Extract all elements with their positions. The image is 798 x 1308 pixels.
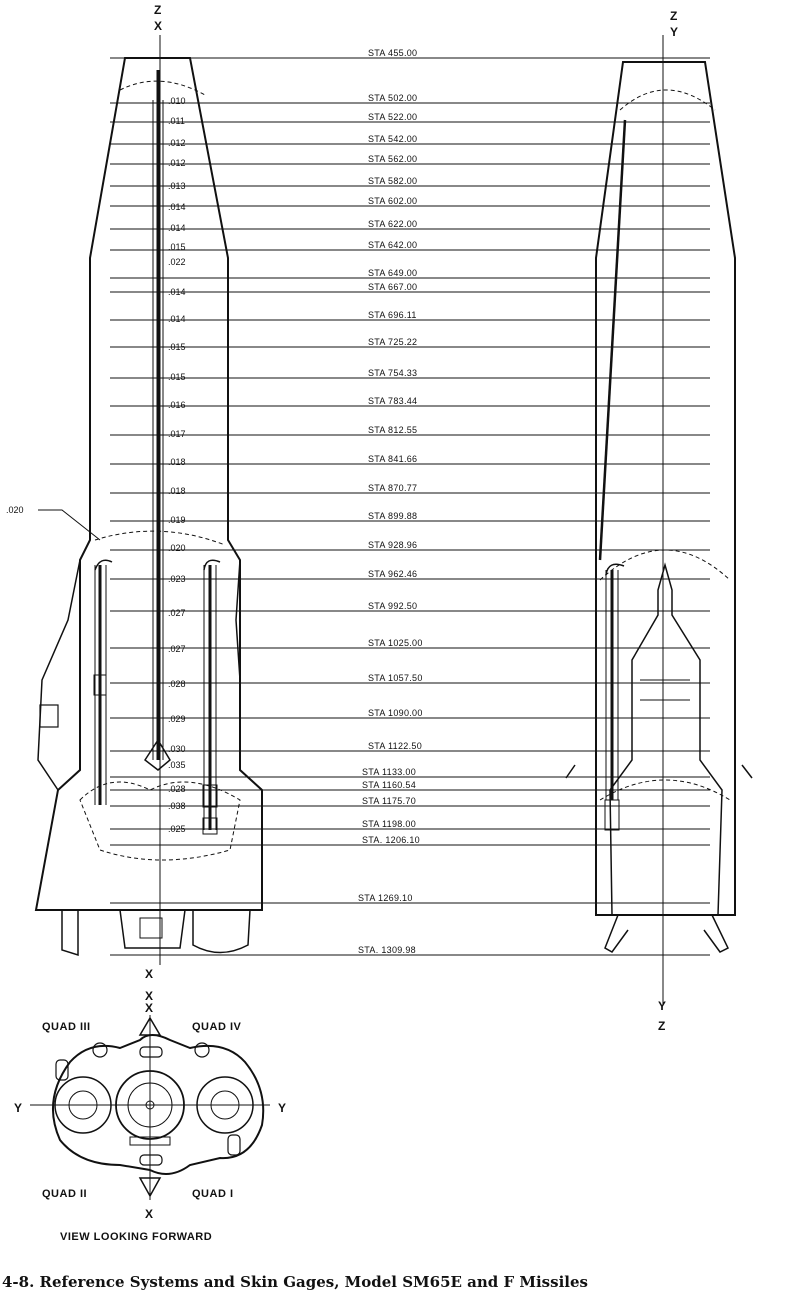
- quad-i-label: QUAD I: [192, 1188, 234, 1200]
- skin-gage-label: .013: [168, 181, 186, 191]
- skin-gage-label: .010: [168, 96, 186, 106]
- station-label: STA 502.00: [368, 93, 417, 103]
- skin-gage-label: .015: [168, 372, 186, 382]
- station-label: STA 1133.00: [362, 767, 416, 777]
- station-label: STA 1175.70: [362, 796, 416, 806]
- station-label: STA 928.96: [368, 540, 417, 550]
- station-label: STA 642.00: [368, 240, 417, 250]
- skin-gage-label: .011: [168, 116, 185, 126]
- station-label: STA 1090.00: [368, 708, 423, 718]
- view-looking-forward: [30, 1015, 270, 1200]
- station-label: STA 992.50: [368, 601, 417, 611]
- station-label: STA 783.44: [368, 396, 417, 406]
- axis-label-left-top-x: X: [154, 19, 162, 33]
- skin-gage-label: .029: [168, 714, 186, 724]
- view-axis-left-y: Y: [14, 1101, 22, 1115]
- view-axis-right-y: Y: [278, 1101, 286, 1115]
- quad-ii-label: QUAD II: [42, 1188, 87, 1200]
- axis-label-left-bottom-x1: X: [145, 967, 153, 981]
- station-label: STA 455.00: [368, 48, 417, 58]
- skin-gage-label: .027: [168, 644, 186, 654]
- station-label: STA 1025.00: [368, 638, 423, 648]
- skin-gage-labels: .010 .011 .012 .012 .013 .014 .014 .015 .022 .014…: [168, 96, 186, 834]
- station-label: STA 812.55: [368, 425, 417, 435]
- skin-gage-label: .018: [168, 486, 186, 496]
- callout-gage-label: .020: [6, 505, 24, 515]
- skin-gage-label: .018: [168, 457, 186, 467]
- figure-caption: 4-8. Reference Systems and Skin Gages, M…: [2, 1273, 588, 1291]
- skin-gage-label: .028: [168, 784, 186, 794]
- skin-gage-label: .020: [168, 543, 186, 553]
- skin-gage-label: .019: [168, 515, 186, 525]
- skin-gage-label: .014: [168, 287, 186, 297]
- view-axis-top-x: X: [145, 1001, 153, 1015]
- skin-gage-label: .028: [168, 679, 186, 689]
- station-label: STA 562.00: [368, 154, 417, 164]
- skin-gage-label: .027: [168, 608, 186, 618]
- station-label: STA 1269.10: [358, 893, 413, 903]
- station-label: STA 582.00: [368, 176, 417, 186]
- view-looking-forward-label: VIEW LOOKING FORWARD: [60, 1231, 212, 1243]
- skin-gage-label: .023: [168, 574, 186, 584]
- station-label: STA. 1206.10: [362, 835, 420, 845]
- station-label: STA 602.00: [368, 196, 417, 206]
- view-axis-bottom-x: X: [145, 1207, 153, 1221]
- station-label: STA 542.00: [368, 134, 417, 144]
- skin-gage-label: .038: [168, 801, 186, 811]
- axis-label-left-bottom-x2: X: [145, 989, 153, 1003]
- left-missile-side-view: [34, 35, 263, 965]
- station-label: STA 522.00: [368, 112, 417, 122]
- station-label: STA 725.22: [368, 337, 417, 347]
- axis-label-right-top-y: Y: [670, 25, 678, 39]
- skin-gage-label: .017: [168, 429, 186, 439]
- skin-gage-label: .016: [168, 400, 186, 410]
- station-label: STA 649.00: [368, 268, 417, 278]
- station-label: STA 696.11: [368, 310, 417, 320]
- axis-label-right-bottom-z: Z: [658, 1019, 665, 1033]
- station-label: STA 870.77: [368, 483, 417, 493]
- quad-iii-label: QUAD III: [42, 1021, 91, 1033]
- station-label: STA 962.46: [368, 569, 417, 579]
- station-label: STA 1122.50: [368, 741, 422, 751]
- station-label: STA 667.00: [368, 282, 417, 292]
- skin-gage-label: .014: [168, 314, 186, 324]
- skin-gage-label: .022: [168, 257, 186, 267]
- axis-label-right-top-z: Z: [670, 9, 677, 23]
- skin-gage-label: .012: [168, 158, 186, 168]
- skin-gage-label: .030: [168, 744, 186, 754]
- quad-iv-label: QUAD IV: [192, 1021, 242, 1033]
- axis-label-right-bottom-y: Y: [658, 999, 666, 1013]
- station-label: STA 1057.50: [368, 673, 423, 683]
- skin-gage-label: .015: [168, 242, 186, 252]
- skin-gage-label: .035: [168, 760, 186, 770]
- skin-gage-label: .012: [168, 138, 186, 148]
- skin-gage-label: .014: [168, 223, 186, 233]
- skin-gage-label: .025: [168, 824, 186, 834]
- station-label: STA 841.66: [368, 454, 417, 464]
- station-label: STA 899.88: [368, 511, 417, 521]
- skin-gage-label: .014: [168, 202, 186, 212]
- station-label: STA 1198.00: [362, 819, 416, 829]
- axis-label-left-top-z: Z: [154, 3, 161, 17]
- station-label: STA. 1309.98: [358, 945, 416, 955]
- station-label: STA 754.33: [368, 368, 417, 378]
- station-label: STA 1160.54: [362, 780, 416, 790]
- right-missile-side-view: [565, 35, 753, 1005]
- callout-gage-020: .020: [6, 505, 101, 541]
- station-label: STA 622.00: [368, 219, 417, 229]
- skin-gage-label: .015: [168, 342, 186, 352]
